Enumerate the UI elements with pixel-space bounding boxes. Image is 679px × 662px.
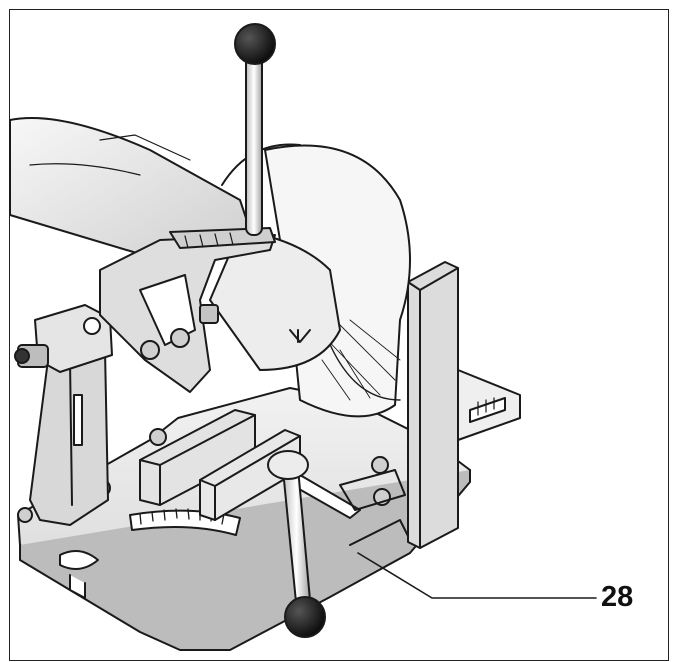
vise-handle[interactable] — [267, 450, 326, 638]
upper-handle-knob-icon — [234, 23, 276, 65]
base-plate — [17, 387, 471, 651]
pivot-clamp — [14, 304, 113, 373]
mount-bolts — [140, 304, 219, 360]
upper-handle[interactable] — [234, 23, 276, 236]
callout-label-28: 28 — [601, 581, 634, 613]
vise-handle-knob-icon — [284, 596, 326, 638]
grinder-motor — [9, 117, 341, 371]
back-fence — [407, 261, 459, 549]
base-bolts — [17, 428, 406, 523]
stop-rail — [457, 369, 521, 441]
callout-leader-line — [357, 552, 597, 599]
